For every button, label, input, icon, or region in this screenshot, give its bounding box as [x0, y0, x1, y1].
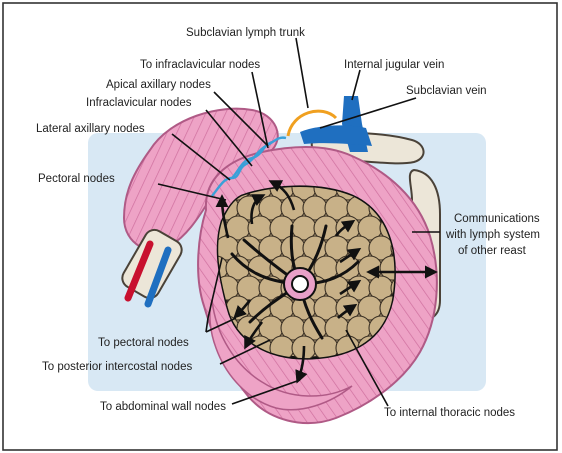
label-internal-jugular-vein: Internal jugular vein	[344, 59, 444, 71]
label-to-posterior-intercostal-nodes: To posterior intercostal nodes	[42, 361, 192, 373]
subclavian-vein	[300, 125, 372, 146]
label-subclavian-lymph-trunk: Subclavian lymph trunk	[186, 27, 305, 39]
label-to-infraclavicular-nodes: To infraclavicular nodes	[140, 59, 260, 71]
label-subclavian-vein: Subclavian vein	[406, 85, 487, 97]
label-communications-2: with lymph system	[445, 229, 540, 241]
label-to-pectoral-nodes: To pectoral nodes	[98, 337, 189, 349]
label-communications-1: Communications	[454, 213, 540, 225]
label-to-abdominal-wall-nodes: To abdominal wall nodes	[100, 401, 226, 413]
label-apical-axillary-nodes: Apical axillary nodes	[106, 79, 211, 91]
label-lateral-axillary-nodes: Lateral axillary nodes	[36, 123, 145, 135]
label-pectoral-nodes: Pectoral nodes	[38, 173, 115, 185]
label-communications-3: of other reast	[458, 245, 527, 257]
label-infraclavicular-nodes: Infraclavicular nodes	[86, 97, 192, 109]
label-to-internal-thoracic-nodes: To internal thoracic nodes	[384, 407, 515, 419]
nipple-icon	[284, 268, 316, 300]
